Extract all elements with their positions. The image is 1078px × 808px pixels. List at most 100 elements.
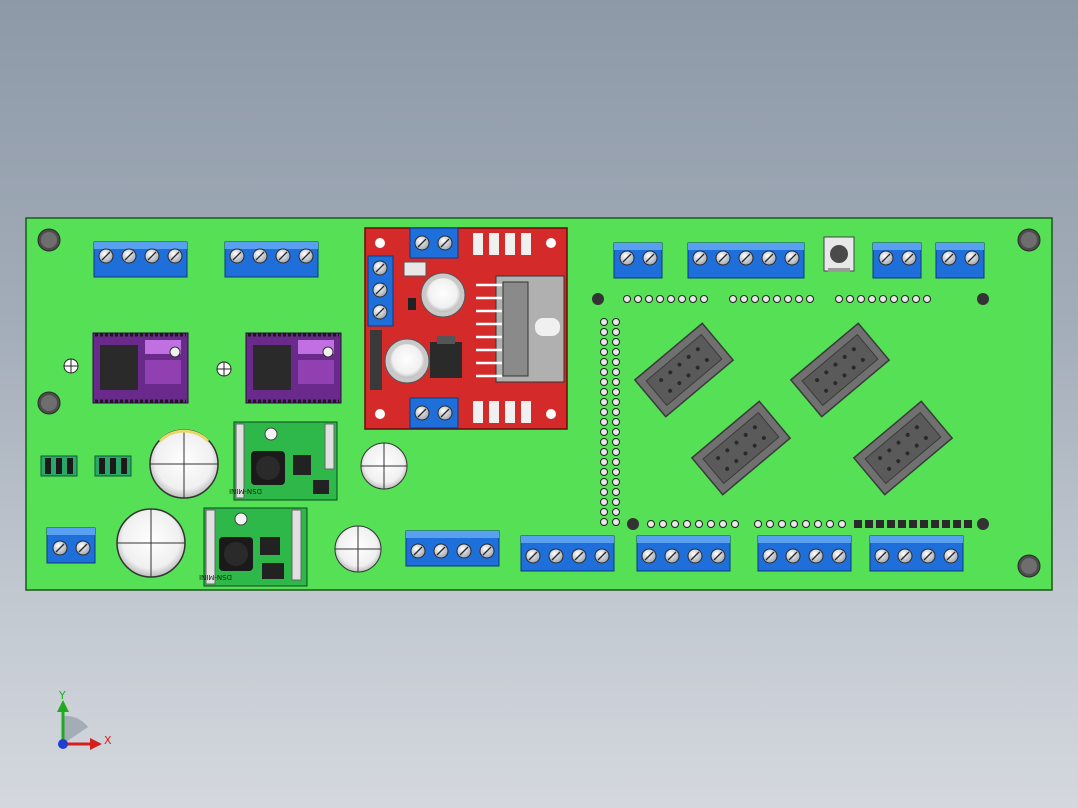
header-pad: [719, 520, 727, 528]
header-pad: [600, 458, 608, 466]
terminal-block-2: [224, 241, 319, 278]
header-pad: [814, 520, 822, 528]
header-pad: [600, 368, 608, 376]
header-pad: [683, 520, 691, 528]
stepper-driver-1: [92, 332, 189, 404]
header-pad: [600, 378, 608, 386]
header-pad: [773, 295, 781, 303]
header-pad: [612, 488, 620, 496]
header-pad: [612, 408, 620, 416]
header-pad: [731, 520, 739, 528]
header-pad: [942, 520, 950, 528]
header-pad: [920, 520, 928, 528]
header-pad: [707, 520, 715, 528]
terminal-block-r2: [687, 242, 805, 279]
header-pad: [612, 348, 620, 356]
header-pad: [778, 520, 786, 528]
buck-converter-1-marking: DSN-MINI: [229, 487, 262, 495]
header-pads: [592, 293, 989, 530]
axis-x-label: X: [104, 734, 112, 747]
header-pad: [923, 295, 931, 303]
header-pad: [612, 498, 620, 506]
header-pad: [634, 295, 642, 303]
header-pad: [678, 295, 686, 303]
header-pad: [612, 478, 620, 486]
header-pad: [600, 428, 608, 436]
header-pad: [600, 388, 608, 396]
header-pad: [751, 295, 759, 303]
terminal-block-b3: [636, 535, 731, 572]
header-pad: [612, 418, 620, 426]
header-pad: [647, 520, 655, 528]
header-pad: [826, 520, 834, 528]
header-pad: [600, 338, 608, 346]
header-pad: [600, 448, 608, 456]
terminal-block-r4: [935, 242, 985, 279]
header-pad: [790, 520, 798, 528]
header-pad: [754, 520, 762, 528]
header-pad: [671, 520, 679, 528]
reset-button[interactable]: [823, 236, 855, 272]
header-pad: [600, 438, 608, 446]
header-pad: [645, 295, 653, 303]
header-pad: [689, 295, 697, 303]
terminal-block-power: [46, 527, 96, 564]
header-pad: [857, 295, 865, 303]
header-pad: [879, 295, 887, 303]
header-pad: [964, 520, 972, 528]
capacitors: [116, 429, 408, 578]
header-pad: [600, 488, 608, 496]
header-pad: [901, 295, 909, 303]
header-pad: [909, 520, 917, 528]
header-pad: [795, 295, 803, 303]
axis-y-label: Y: [58, 689, 66, 702]
header-pad: [876, 520, 884, 528]
header-pad: [838, 520, 846, 528]
header-pad: [612, 378, 620, 386]
jumper-headers: [40, 455, 132, 477]
terminal-block-r3: [872, 242, 922, 279]
header-pad: [612, 358, 620, 366]
header-pad: [898, 520, 906, 528]
header-pad: [600, 478, 608, 486]
header-pad-rows: [600, 295, 972, 528]
header-pad: [865, 520, 873, 528]
header-pad: [740, 295, 748, 303]
header-pad: [612, 368, 620, 376]
header-pad: [600, 498, 608, 506]
header-pad: [612, 318, 620, 326]
header-pad: [953, 520, 961, 528]
header-pad: [600, 518, 608, 526]
header-pad: [600, 408, 608, 416]
header-pad: [868, 295, 876, 303]
header-pad: [600, 468, 608, 476]
terminal-block-b4: [757, 535, 852, 572]
header-pad: [612, 338, 620, 346]
header-pad: [802, 520, 810, 528]
header-pad: [612, 448, 620, 456]
header-pad: [612, 438, 620, 446]
header-pad: [612, 328, 620, 336]
header-pad: [600, 358, 608, 366]
terminal-block-b5: [869, 535, 964, 572]
header-pad: [931, 520, 939, 528]
header-pad: [912, 295, 920, 303]
header-pad: [729, 295, 737, 303]
header-pad: [612, 508, 620, 516]
header-pad: [835, 295, 843, 303]
header-pad: [600, 398, 608, 406]
buck-converter-1: [233, 421, 338, 501]
header-pad: [887, 520, 895, 528]
header-pad: [890, 295, 898, 303]
header-pad: [600, 318, 608, 326]
terminal-block-r1: [613, 242, 663, 279]
terminal-block-b2: [520, 535, 615, 572]
stepper-driver-2: [245, 332, 342, 404]
header-pad: [600, 348, 608, 356]
header-pad: [667, 295, 675, 303]
header-pad: [784, 295, 792, 303]
standoff-marks: [63, 358, 232, 377]
header-pad: [846, 295, 854, 303]
header-pad: [623, 295, 631, 303]
header-pad: [600, 508, 608, 516]
